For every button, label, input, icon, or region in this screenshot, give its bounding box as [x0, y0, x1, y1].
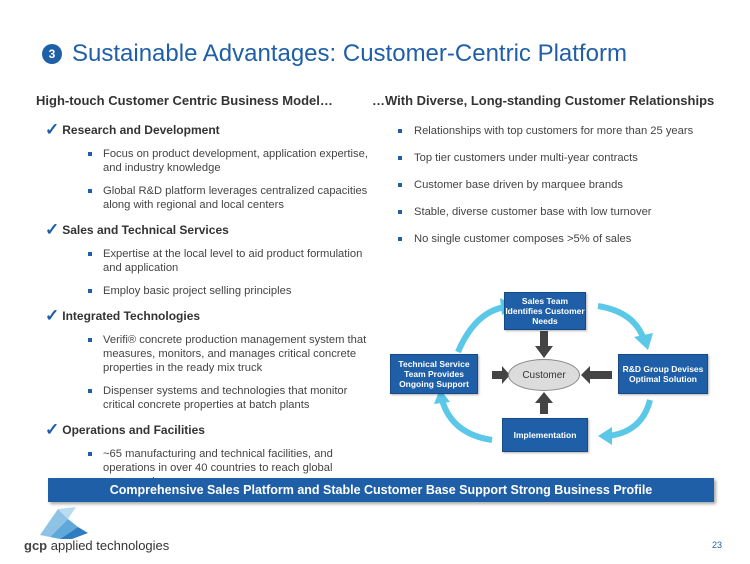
section-sales: ✓ Sales and Technical Services	[45, 220, 378, 239]
company-logo: gcp applied technologies	[16, 505, 186, 555]
list-item: Top tier customers under multi-year cont…	[398, 151, 718, 165]
section-operations: ✓ Operations and Facilities	[45, 420, 378, 439]
left-column-heading: High-touch Customer Centric Business Mod…	[36, 93, 333, 108]
technical-service-box: Technical Service Team Provides Ongoing …	[390, 354, 478, 394]
curved-arrow-icon	[439, 399, 493, 443]
list-item: Global R&D platform leverages centralize…	[48, 184, 378, 212]
rnd-group-box: R&D Group Devises Optimal Solution	[618, 354, 708, 394]
list-item: Focus on product development, applicatio…	[48, 147, 378, 175]
check-icon: ✓	[45, 120, 60, 139]
arrow-shaft	[540, 331, 548, 347]
section-research: ✓ Research and Development	[45, 120, 378, 139]
logo-brand: gcp	[24, 538, 48, 553]
curved-arrow-icon	[607, 399, 653, 439]
arrow-right-icon	[502, 366, 510, 384]
arrowhead-icon	[434, 389, 450, 404]
page-number: 23	[711, 540, 722, 550]
section-title: Sales and Technical Services	[62, 222, 229, 237]
list-item: Customer base driven by marquee brands	[398, 178, 718, 192]
customer-ellipse: Customer	[508, 359, 580, 391]
list-item: Expertise at the local level to aid prod…	[48, 247, 378, 275]
arrow-left-icon	[581, 366, 590, 384]
implementation-box: Implementation	[502, 418, 588, 452]
logo-mark-icon	[40, 507, 88, 539]
list-item: Employ basic project selling principles	[48, 284, 378, 298]
list-item: Stable, diverse customer base with low t…	[398, 205, 718, 219]
arrow-shaft	[492, 371, 504, 379]
curved-arrow-icon	[455, 304, 506, 354]
check-icon: ✓	[45, 220, 60, 239]
list-item: Dispenser systems and technologies that …	[48, 384, 378, 412]
sales-team-box: Sales Team Identifies Customer Needs	[504, 292, 586, 330]
page-title: Sustainable Advantages: Customer-Centric…	[72, 40, 627, 67]
section-integrated: ✓ Integrated Technologies	[45, 306, 378, 325]
arrowhead-icon	[634, 333, 653, 350]
list-item: No single customer composes >5% of sales	[398, 232, 718, 246]
right-column: Relationships with top customers for mor…	[398, 124, 718, 259]
section-title: Operations and Facilities	[62, 422, 205, 437]
arrowhead-icon	[598, 427, 612, 445]
summary-banner: Comprehensive Sales Platform and Stable …	[48, 478, 714, 502]
logo-text: gcp applied technologies	[24, 538, 169, 553]
section-title: Integrated Technologies	[62, 308, 201, 323]
diagram-arrows	[434, 298, 653, 445]
list-item: Relationships with top customers for mor…	[398, 124, 718, 138]
arrow-down-icon	[535, 346, 553, 358]
check-icon: ✓	[45, 306, 60, 325]
left-column: ✓ Research and Development Focus on prod…	[45, 117, 378, 498]
arrow-shaft	[588, 371, 612, 379]
check-icon: ✓	[45, 420, 60, 439]
curved-arrow-icon	[597, 303, 647, 342]
list-item: Verifi® concrete production management s…	[48, 333, 378, 375]
right-column-heading: …With Diverse, Long-standing Customer Re…	[372, 93, 715, 108]
title-row: 3 Sustainable Advantages: Customer-Centr…	[42, 40, 627, 68]
logo-suffix: applied technologies	[47, 538, 170, 553]
section-title: Research and Development	[62, 122, 220, 137]
section-number-badge: 3	[42, 44, 62, 64]
customer-cycle-diagram: Sales Team Identifies Customer Needs R&D…	[380, 282, 720, 462]
arrow-up-icon	[535, 392, 553, 403]
arrow-shaft	[540, 402, 548, 414]
